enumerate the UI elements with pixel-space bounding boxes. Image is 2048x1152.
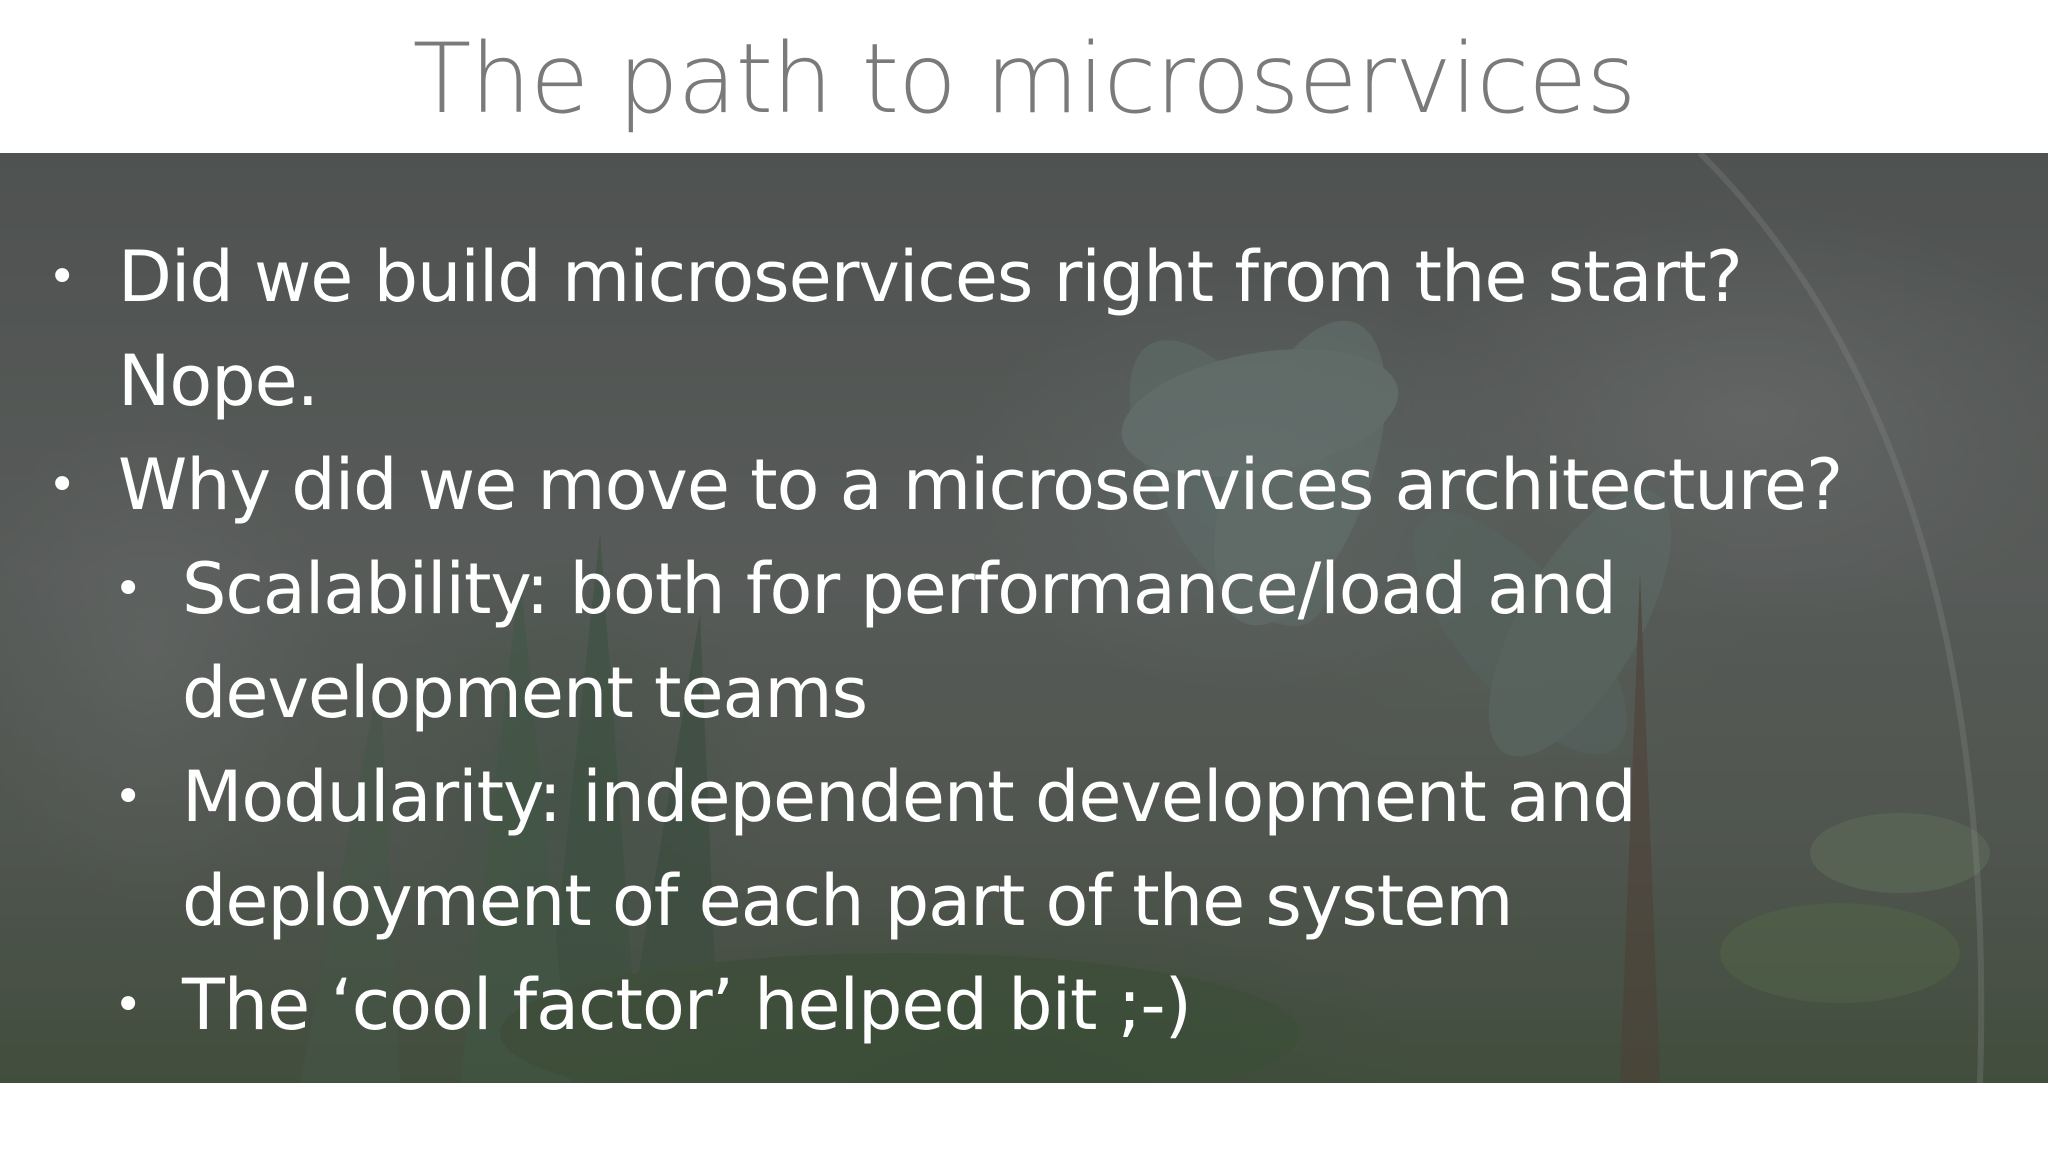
bullet-item: • Did we build microservices right from … xyxy=(0,225,2048,433)
slide-title: The path to microservices xyxy=(412,23,1637,135)
bullet-icon: • xyxy=(114,977,142,1033)
bullet-text-line: Modularity: independent development and xyxy=(182,756,1637,838)
bullet-text-line: Why did we move to a microservices archi… xyxy=(118,444,1843,526)
bullet-list: • Did we build microservices right from … xyxy=(0,225,2048,1057)
bullet-item: • Why did we move to a microservices arc… xyxy=(0,433,2048,537)
bottom-band xyxy=(0,1083,2048,1152)
bullet-text-line: The ‘cool factor’ helped bit ;-) xyxy=(182,964,1192,1046)
dark-overlay xyxy=(0,153,2048,1083)
bullet-text-line: deployment of each part of the system xyxy=(182,860,1513,942)
bullet-icon: • xyxy=(114,769,142,825)
bullet-icon: • xyxy=(48,249,76,305)
bullet-icon: • xyxy=(114,561,142,617)
sub-bullet-item: • The ‘cool factor’ helped bit ;-) xyxy=(0,953,2048,1057)
sub-bullet-item: • Scalability: both for performance/load… xyxy=(0,537,2048,745)
sub-bullet-item: • Modularity: independent development an… xyxy=(0,745,2048,953)
bullet-text-line: development teams xyxy=(182,652,868,734)
bullet-text-line: Did we build microservices right from th… xyxy=(118,236,1743,318)
background-photo xyxy=(0,153,2048,1083)
bullet-text-line: Nope. xyxy=(118,340,319,422)
bullet-icon: • xyxy=(48,457,76,513)
bullet-text-line: Scalability: both for performance/load a… xyxy=(182,548,1617,630)
